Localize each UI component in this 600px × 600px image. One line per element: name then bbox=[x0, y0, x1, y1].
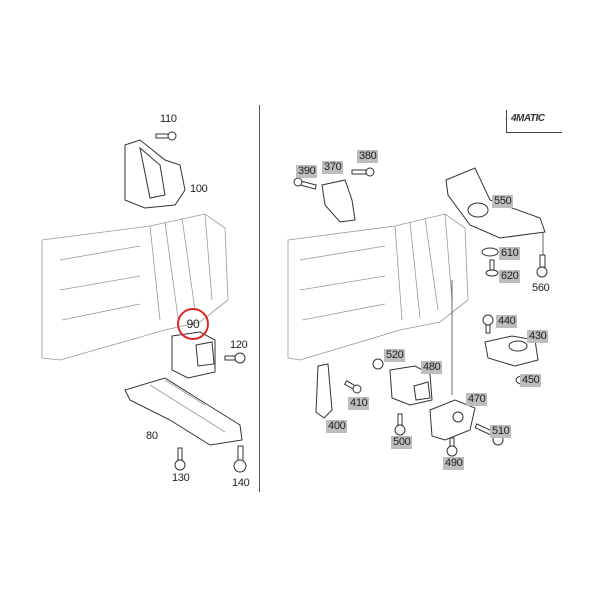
bolt-620-icon bbox=[485, 259, 499, 277]
bolt-380-icon bbox=[351, 167, 375, 177]
callout-550[interactable]: 550 bbox=[492, 195, 514, 208]
mount-90-icon bbox=[171, 331, 216, 379]
bolt-390-icon bbox=[293, 177, 317, 190]
callout-100[interactable]: 100 bbox=[190, 183, 208, 195]
panel-divider bbox=[259, 105, 260, 492]
callout-110[interactable]: 110 bbox=[160, 113, 177, 125]
bracket-370-icon bbox=[321, 179, 356, 223]
callout-610[interactable]: 610 bbox=[499, 247, 521, 260]
callout-410[interactable]: 410 bbox=[348, 397, 370, 410]
bracket-400-icon bbox=[315, 363, 333, 419]
bracket-100-icon bbox=[124, 139, 186, 209]
bolt-410-icon bbox=[343, 380, 362, 394]
bolt-500-icon bbox=[394, 413, 406, 436]
bolt-130-icon bbox=[174, 447, 186, 471]
callout-380[interactable]: 380 bbox=[357, 150, 379, 163]
washer-610-icon bbox=[481, 247, 499, 257]
bolt-440-icon bbox=[482, 314, 494, 334]
nut-520-icon bbox=[372, 358, 384, 370]
4matic-badge: 4MATIC bbox=[506, 110, 562, 133]
callout-370[interactable]: 370 bbox=[322, 161, 344, 174]
callout-480[interactable]: 480 bbox=[421, 361, 443, 374]
bolt-560-icon bbox=[536, 232, 548, 278]
callout-390[interactable]: 390 bbox=[296, 165, 318, 178]
mount-480-icon bbox=[389, 365, 433, 406]
callout-500[interactable]: 500 bbox=[391, 436, 413, 449]
left-transmission-body-icon bbox=[41, 213, 229, 361]
mount-430-icon bbox=[484, 335, 539, 367]
callout-620[interactable]: 620 bbox=[499, 270, 521, 283]
bolt-140-icon bbox=[233, 445, 247, 473]
mount-470-icon bbox=[429, 399, 476, 441]
bolt-120-icon bbox=[224, 352, 246, 364]
callout-80[interactable]: 80 bbox=[146, 430, 158, 442]
callout-120[interactable]: 120 bbox=[230, 339, 248, 351]
4matic-badge-label: 4MATIC bbox=[511, 113, 545, 124]
callout-130[interactable]: 130 bbox=[172, 472, 190, 484]
callout-90-highlighted[interactable]: 90 bbox=[177, 308, 209, 340]
callout-560[interactable]: 560 bbox=[532, 282, 550, 294]
callout-470[interactable]: 470 bbox=[466, 393, 488, 406]
callout-400[interactable]: 400 bbox=[326, 420, 348, 433]
callout-490[interactable]: 490 bbox=[443, 457, 465, 470]
callout-440[interactable]: 440 bbox=[496, 315, 518, 328]
bolt-110-icon bbox=[155, 131, 177, 141]
callout-450[interactable]: 450 bbox=[520, 374, 542, 387]
callout-510[interactable]: 510 bbox=[490, 425, 512, 438]
callout-520[interactable]: 520 bbox=[384, 349, 406, 362]
bolt-490-icon bbox=[446, 437, 458, 457]
right-transmission-body-icon bbox=[287, 213, 469, 361]
crossmember-80-icon bbox=[124, 377, 243, 446]
callout-140[interactable]: 140 bbox=[232, 477, 250, 489]
callout-430[interactable]: 430 bbox=[527, 330, 549, 343]
